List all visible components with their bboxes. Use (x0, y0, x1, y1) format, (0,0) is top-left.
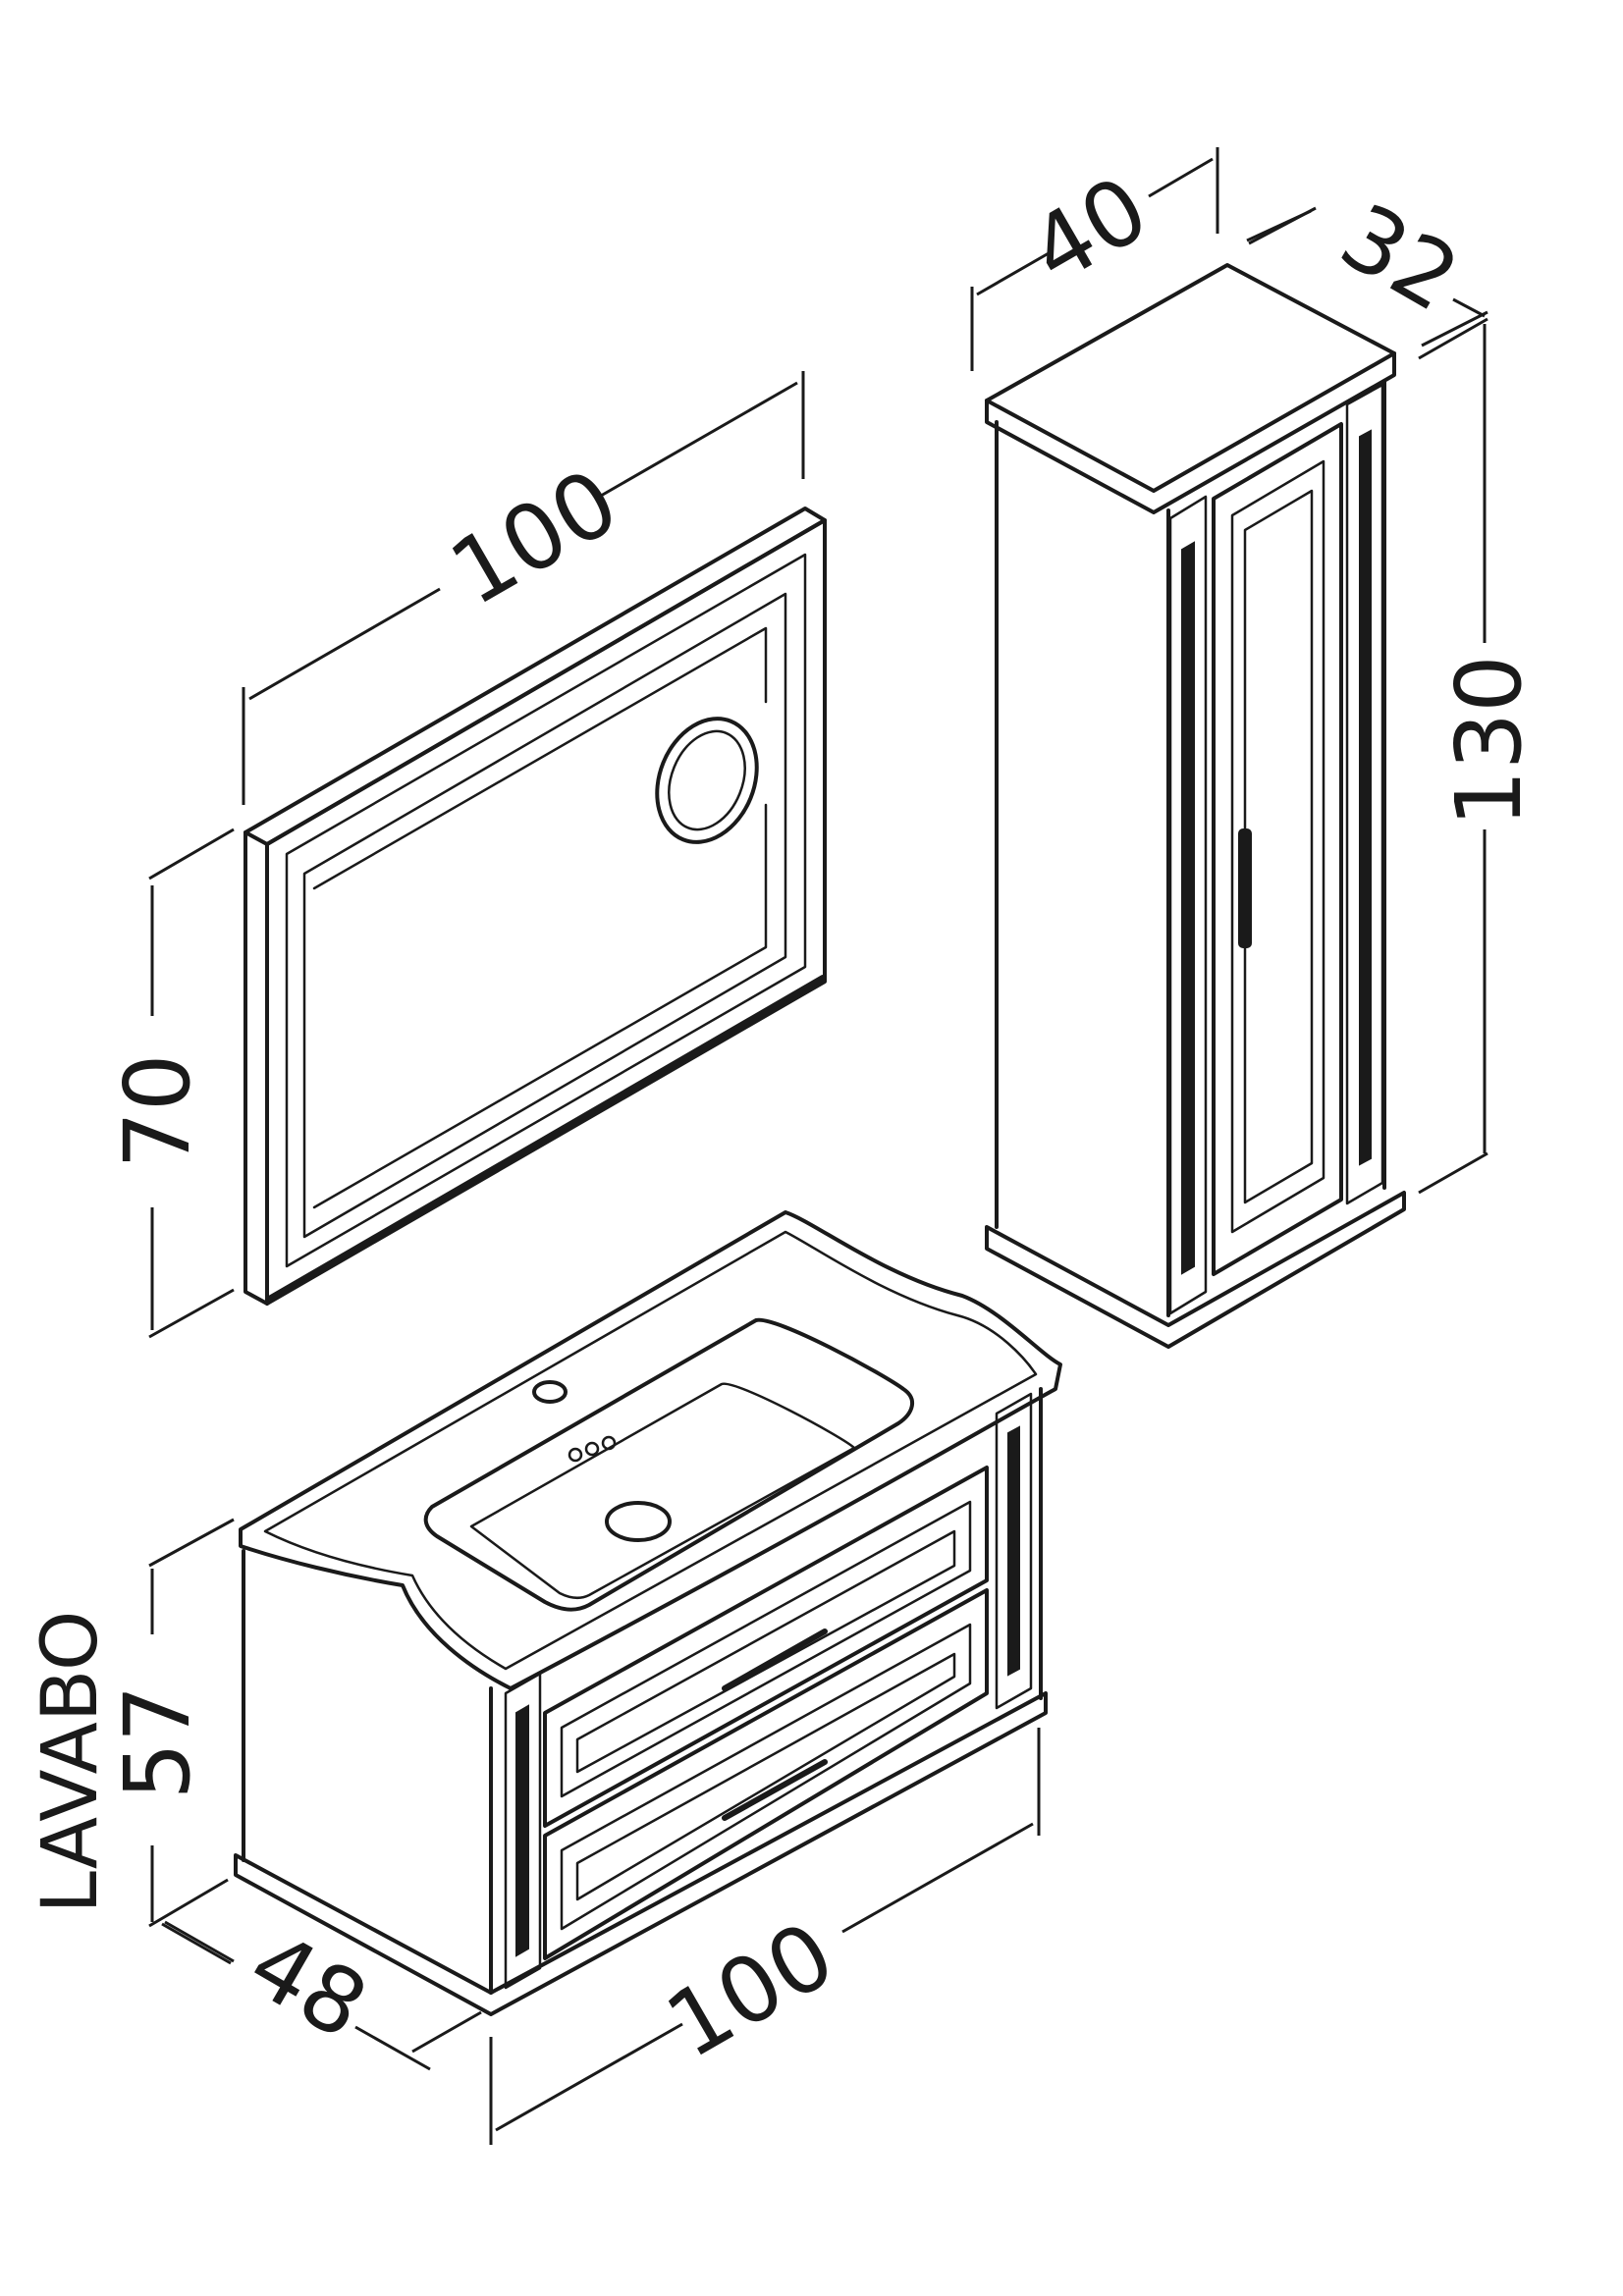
cabinet-door (1212, 422, 1343, 1276)
mirror-face (265, 518, 827, 1306)
vanity-drawer-top-panel (560, 1500, 972, 1798)
overflow-hole-3 (601, 1435, 617, 1451)
cabinet-door-panel (1230, 459, 1325, 1234)
faucet-hole (532, 1380, 568, 1404)
cabinet-door-inner-panel (1243, 489, 1314, 1204)
cabinet-plinth (985, 1191, 1406, 1349)
cabinet-left-pilaster-groove (1181, 541, 1195, 1275)
mirror-height-label: 70 (105, 1053, 210, 1168)
vanity-plinth (234, 1691, 1048, 2016)
vanity-left-pilaster-groove (515, 1704, 529, 1957)
cabinet-top-edge (985, 351, 1396, 514)
cabinet-depth-dimension (1246, 206, 1488, 347)
vanity-drawer-top (543, 1466, 989, 1828)
mirror-inner-frame (285, 553, 807, 1268)
mirror-drawing (243, 507, 827, 1306)
vanity-drawer-bottom-inner (575, 1652, 956, 1901)
tall-cabinet-drawing (985, 263, 1406, 1349)
vanity-drawer-bottom-handle (722, 1759, 828, 1821)
cabinet-left-pilaster (1168, 495, 1208, 1315)
vanity-drawer-top-inner (575, 1529, 956, 1774)
vanity-width-label: 100 (649, 1901, 851, 2078)
basin-top (239, 1210, 1062, 1690)
vanity-drawer-bottom (543, 1588, 989, 1960)
cabinet-depth-label: 32 (1324, 184, 1476, 332)
overflow-hole-1 (568, 1447, 583, 1463)
basin-bowl-inner (469, 1382, 856, 1600)
vanity-depth-label: 48 (232, 1911, 384, 2059)
mirror-light-strip-top (312, 626, 768, 890)
cabinet-width-label: 40 (1013, 156, 1165, 304)
mirror-light-strip-bottom (312, 803, 768, 1209)
basin-drain (605, 1501, 672, 1542)
cabinet-height-dimension (1418, 317, 1488, 1195)
vanity-drawer-top-handle (722, 1629, 828, 1691)
cabinet-width-dimension (970, 147, 1219, 371)
magnifier-ring-outer (655, 717, 759, 844)
cabinet-right-pilaster (1345, 383, 1384, 1205)
mirror-height-dimension (148, 828, 235, 1339)
mirror-bottom-edge (268, 975, 826, 1301)
overflow-hole-2 (584, 1441, 600, 1457)
vanity-height-dimension (148, 1518, 235, 1928)
vanity-right-pilaster-groove (1007, 1425, 1020, 1677)
vanity-right-pilaster (995, 1392, 1033, 1710)
basin-rim (263, 1230, 1038, 1671)
magnifier-ring-inner (668, 729, 746, 831)
vanity-depth-dimension (161, 1920, 482, 2071)
vanity-drawer-bottom-panel (560, 1623, 972, 1931)
vanity-height-label: 57 (105, 1684, 210, 1799)
mirror-glass (302, 592, 787, 1239)
cabinet-height-label: 130 (1436, 655, 1542, 828)
vanity-drawing (234, 1210, 1062, 2016)
cabinet-right-pilaster-groove (1359, 429, 1372, 1166)
vanity-name-label: LAVABO (27, 1611, 115, 1914)
vanity-left-pilaster (504, 1672, 542, 1990)
basin-bowl-outer (423, 1317, 914, 1612)
mirror-side-edge (243, 830, 269, 1306)
cabinet-door-handle (1238, 828, 1252, 948)
mirror-width-label: 100 (433, 449, 635, 625)
mirror-width-dimension (242, 371, 805, 805)
vanity-width-dimension (489, 1728, 1041, 2145)
